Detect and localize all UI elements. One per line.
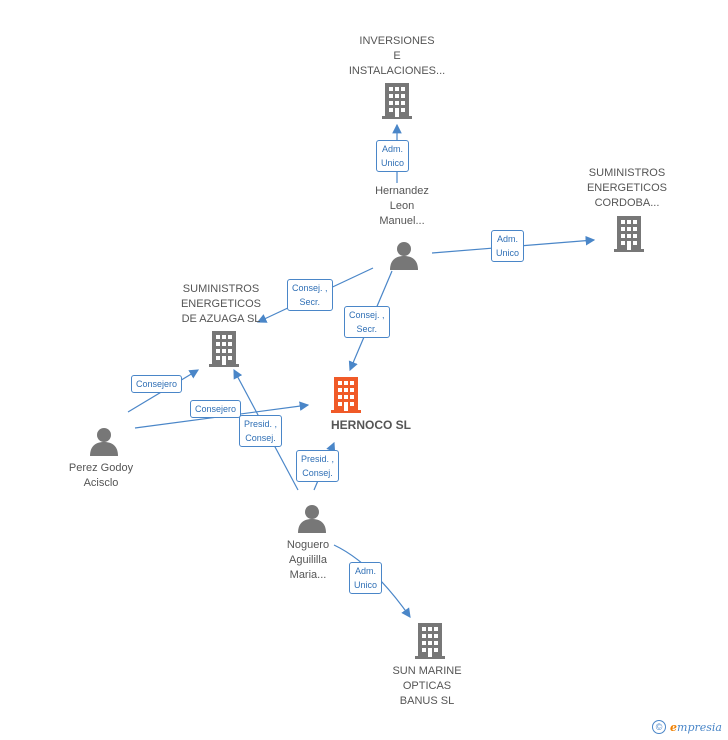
building-icon[interactable] <box>382 83 412 119</box>
node-label-sunmarine[interactable]: SUN MARINE OPTICAS BANUS SL <box>392 665 462 707</box>
building-icon[interactable] <box>331 377 361 413</box>
node-label-hernandez[interactable]: Hernandez Leon Manuel... <box>375 185 429 227</box>
edge-label-adm-unico: Adm. Unico <box>491 230 525 262</box>
edge-label-consej-secr: Consej. , Secr. <box>287 279 333 311</box>
edge-label-presid-consej: Presid. , Consej. <box>296 450 340 482</box>
node-label-azuaga[interactable]: SUMINISTROS ENERGETICOS DE AZUAGA SL <box>180 283 262 325</box>
edge-label-consej-secr: Consej. , Secr. <box>344 306 390 338</box>
empresia-logo[interactable]: empresia <box>670 720 722 734</box>
copyright-icon: © <box>652 720 667 734</box>
edge-label-consejero: Consejero <box>131 375 183 393</box>
footer-brand: © empresia <box>652 720 722 734</box>
node-label-cordoba[interactable]: SUMINISTROS ENERGETICOS CORDOBA... <box>586 167 668 209</box>
edge-label-adm-unico: Adm. Unico <box>376 140 410 172</box>
person-icon[interactable] <box>298 505 326 533</box>
person-icon[interactable] <box>90 428 118 456</box>
person-icon[interactable] <box>390 242 418 270</box>
edge-label-consejero: Consejero <box>190 400 242 418</box>
building-icon[interactable] <box>209 331 239 367</box>
building-icon[interactable] <box>614 216 644 252</box>
node-label-hernoco[interactable]: HERNOCO SL <box>330 418 411 432</box>
building-icon[interactable] <box>415 623 445 659</box>
node-label-inversiones[interactable]: INVERSIONES E INSTALACIONES... <box>348 35 446 77</box>
edge-label-adm-unico: Adm. Unico <box>349 562 383 594</box>
node-label-noguero[interactable]: Noguero Aguililla Maria... <box>286 539 330 581</box>
node-label-perez[interactable]: Perez Godoy Acisclo <box>68 462 134 489</box>
edge-label-presid-consej: Presid. , Consej. <box>239 415 283 447</box>
